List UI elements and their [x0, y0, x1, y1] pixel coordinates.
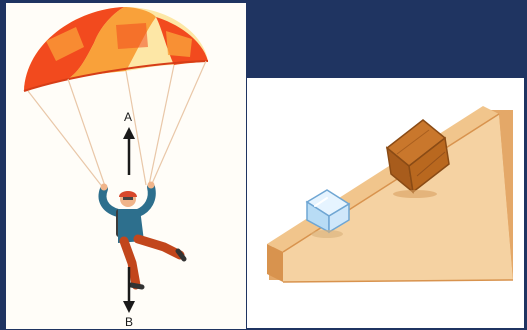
parachute-canopy-icon	[24, 7, 208, 91]
incline-illustration	[247, 78, 524, 328]
parachutist-icon	[101, 182, 185, 288]
parachute-illustration: A B	[6, 3, 246, 329]
inclined-plane-icon	[267, 106, 513, 282]
arrow-up-label: A	[124, 110, 132, 124]
parachute-panel: A B	[6, 3, 246, 329]
arrow-up-icon	[123, 127, 135, 175]
arrow-down-label: B	[125, 315, 133, 329]
incline-panel	[247, 78, 524, 328]
